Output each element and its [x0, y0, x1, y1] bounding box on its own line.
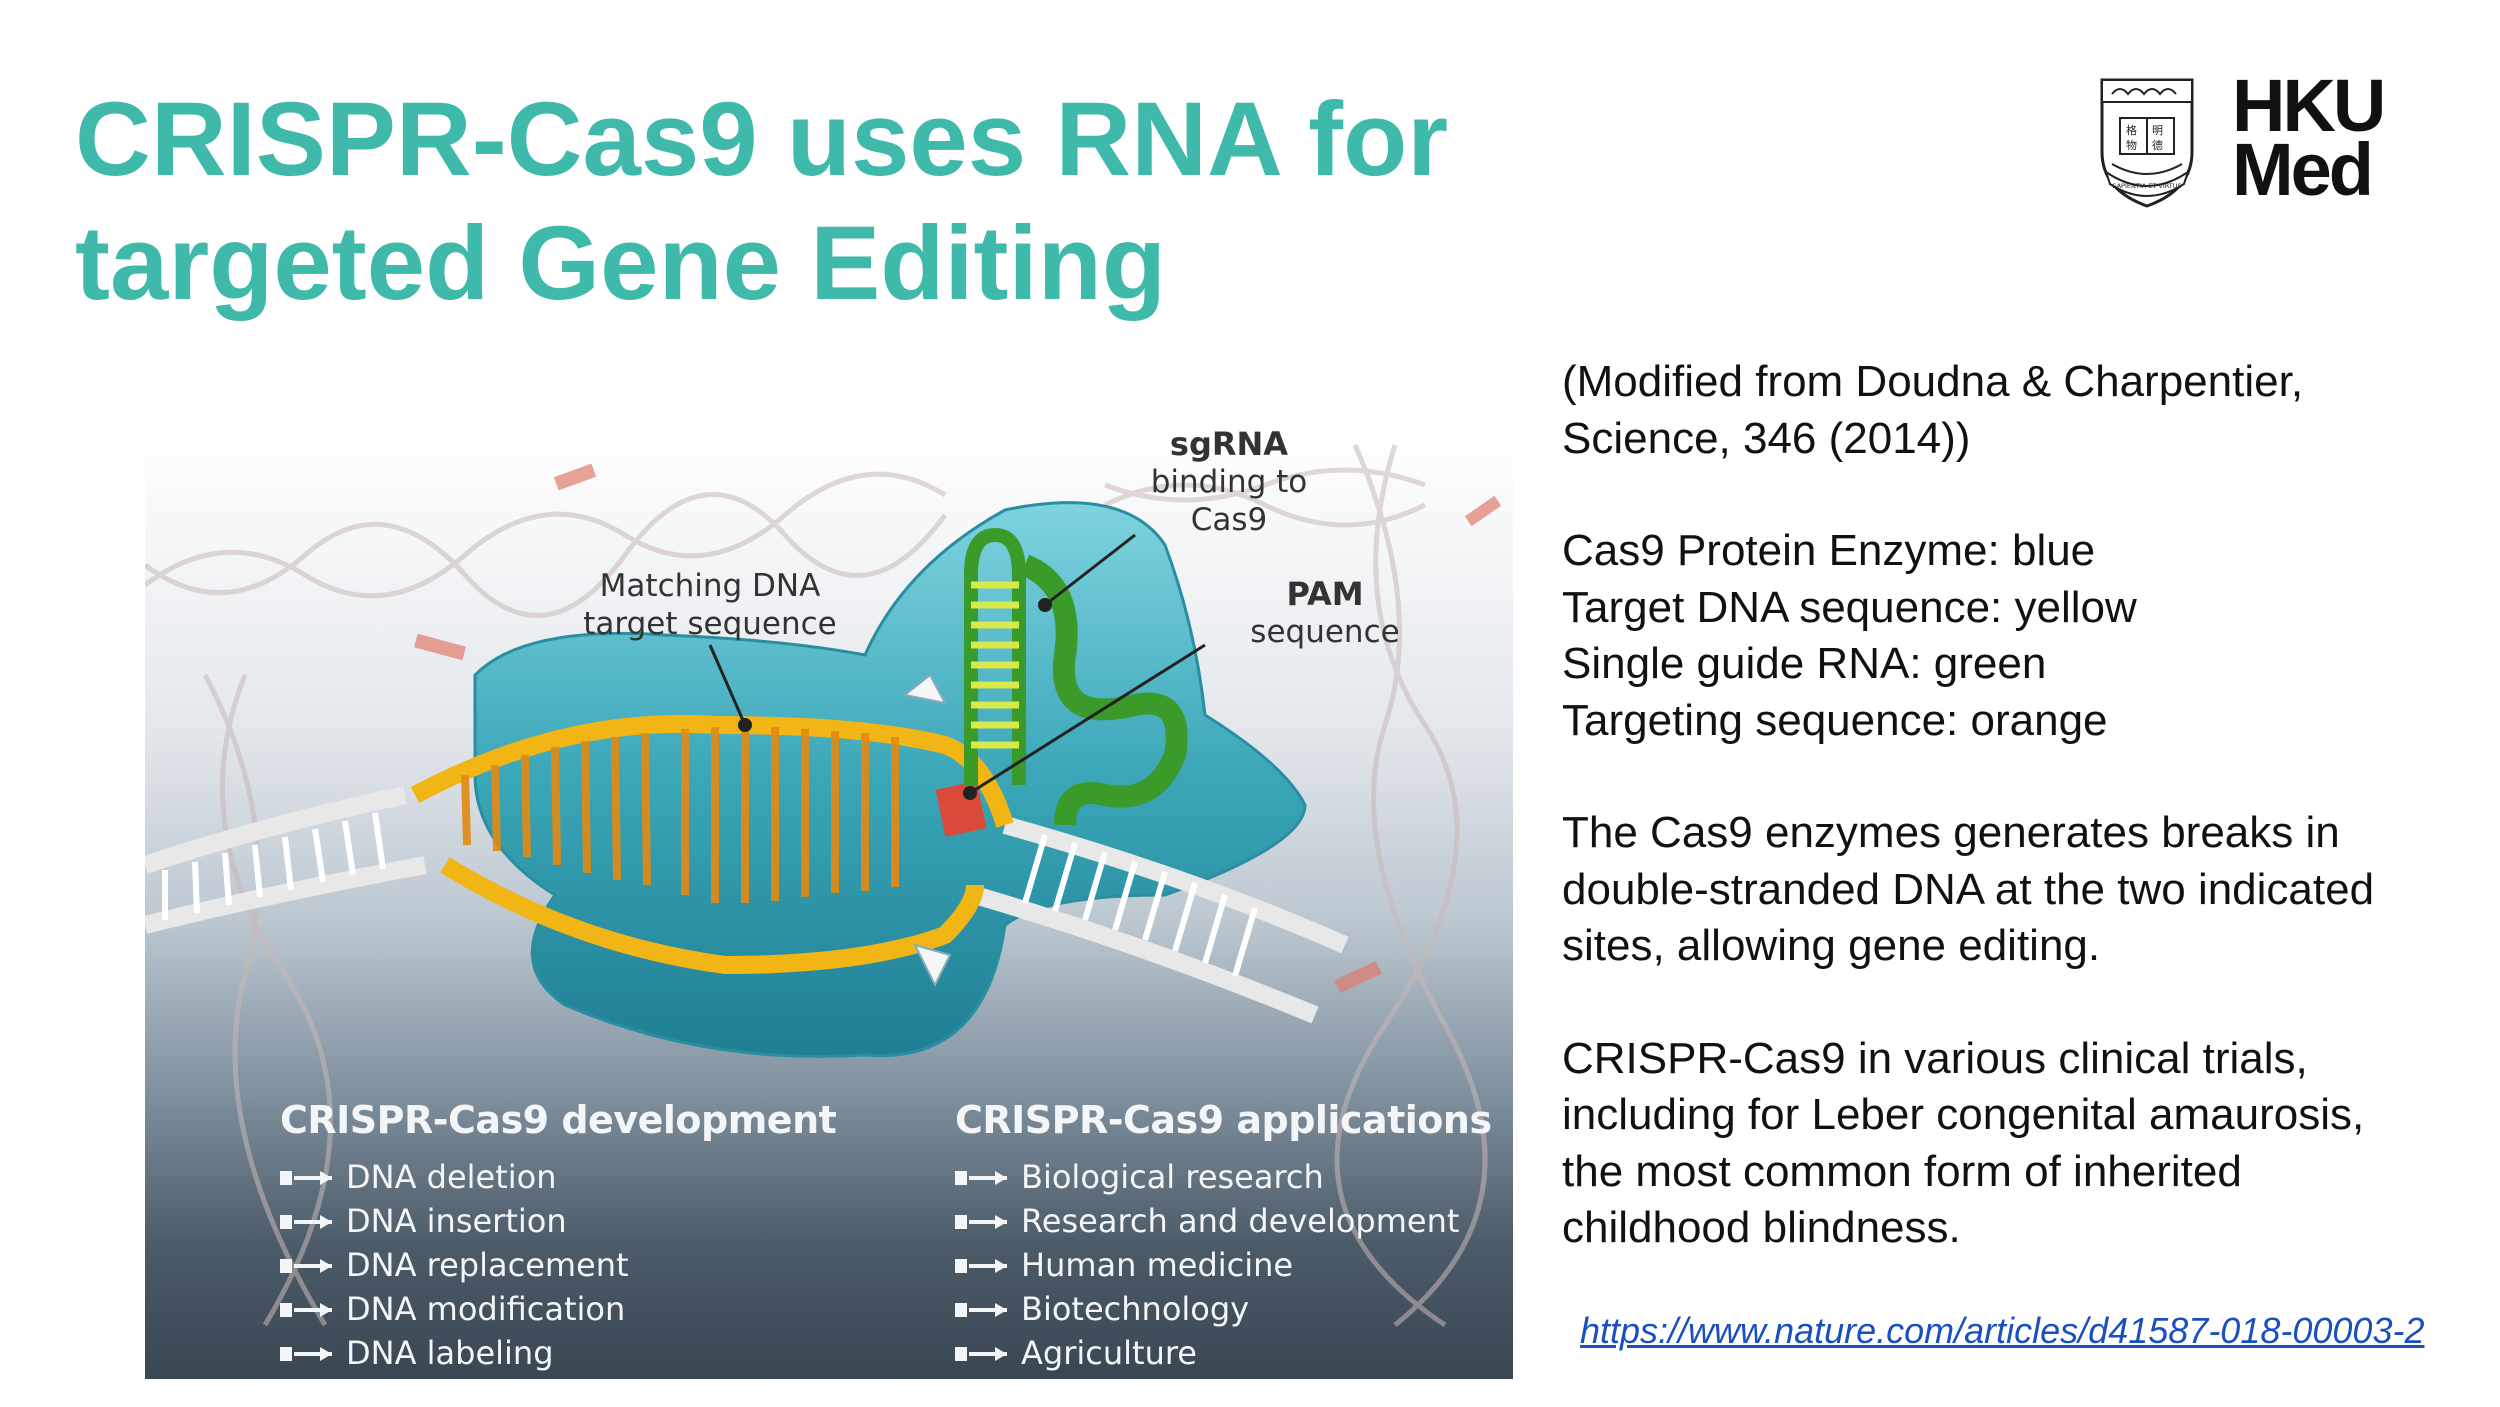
source-citation: (Modified from Doudna & Charpentier, Sci… — [1562, 357, 2304, 463]
list-item: DNA insertion — [280, 1199, 836, 1243]
sgrna-hairpin — [964, 527, 1188, 826]
arrow-icon — [955, 1347, 1007, 1361]
list-item: Research and development — [955, 1199, 1492, 1243]
list-item: Agriculture — [955, 1331, 1492, 1375]
sgrna-label: sgRNA binding to Cas9 — [1150, 425, 1308, 538]
list-item: Biotechnology — [955, 1287, 1492, 1331]
arrow-icon — [280, 1347, 332, 1361]
background-red-accents — [414, 463, 1502, 994]
applications-list: CRISPR-Cas9 applications Biological rese… — [955, 1097, 1492, 1375]
development-list: CRISPR-Cas9 development DNA deletion DNA… — [280, 1097, 837, 1375]
background-dna-helix — [145, 443, 1488, 1328]
pam-pointer — [969, 643, 1206, 795]
crispr-illustration — [145, 443, 1502, 1328]
list-item: Biological research — [955, 1155, 1492, 1199]
arrow-icon — [955, 1259, 1007, 1273]
cut-site-upper — [902, 673, 947, 705]
cut-site-lower — [913, 943, 952, 988]
arrow-icon — [280, 1259, 332, 1273]
arrow-icon — [955, 1215, 1007, 1229]
list-item: Human medicine — [955, 1243, 1492, 1287]
nature-article-link[interactable]: https://www.nature.com/articles/d41587-0… — [1580, 1310, 2425, 1351]
slide-notes: (Modified from Doudna & Charpentier, Sci… — [1562, 354, 2462, 1313]
arrow-icon — [955, 1171, 1007, 1185]
svg-text:物: 物 — [2126, 138, 2137, 152]
university-crest-icon: 格 明 物 德 SAPIENTIA ET VIRTUS — [2100, 78, 2194, 208]
match-pointer — [708, 644, 747, 726]
svg-text:格: 格 — [2126, 123, 2137, 137]
dna-duplex-right — [972, 816, 1349, 1024]
development-heading: CRISPR-Cas9 development — [280, 1098, 837, 1142]
logo-wordmark: HKU Med — [2232, 64, 2386, 211]
color-legend: Cas9 Protein Enzyme: blue Target DNA seq… — [1562, 526, 2137, 745]
title-line-1: CRISPR-Cas9 uses RNA for — [75, 81, 1449, 198]
dna-duplex-left — [145, 786, 427, 934]
title-line-2: targeted Gene Editing — [75, 205, 1166, 322]
hku-med-logo: 格 明 物 德 SAPIENTIA ET VIRTUS HKU Med — [2092, 64, 2452, 212]
arrow-icon — [280, 1171, 332, 1185]
crest-motto: SAPIENTIA ET VIRTUS — [2112, 182, 2181, 190]
sgrna-pointer — [1044, 533, 1136, 607]
arrow-icon — [280, 1215, 332, 1229]
list-item: DNA deletion — [280, 1155, 836, 1199]
arrow-icon — [280, 1303, 332, 1317]
matching-dna-label: Matching DNA target sequence — [583, 568, 837, 642]
cas9-protein — [473, 501, 1307, 1058]
crispr-figure: sgRNA binding to Cas9 Matching DNA targe… — [145, 425, 1513, 1379]
applications-heading: CRISPR-Cas9 applications — [955, 1098, 1492, 1142]
clinical-trials-paragraph: CRISPR-Cas9 in various clinical trials, … — [1562, 1033, 2365, 1253]
logo-line-1: HKU — [2232, 64, 2386, 147]
arrow-icon — [955, 1303, 1007, 1317]
pam-label: PAM sequence — [1250, 575, 1400, 650]
list-item: DNA replacement — [280, 1243, 836, 1287]
list-item: DNA modification — [280, 1287, 836, 1331]
svg-text:明: 明 — [2152, 124, 2163, 137]
logo-line-2: Med — [2232, 128, 2374, 211]
list-item: DNA labeling — [280, 1331, 836, 1375]
slide-title: CRISPR-Cas9 uses RNA for targeted Gene E… — [75, 78, 1525, 326]
svg-text:德: 德 — [2152, 138, 2163, 152]
breaks-paragraph: The Cas9 enzymes generates breaks in dou… — [1562, 808, 2375, 970]
